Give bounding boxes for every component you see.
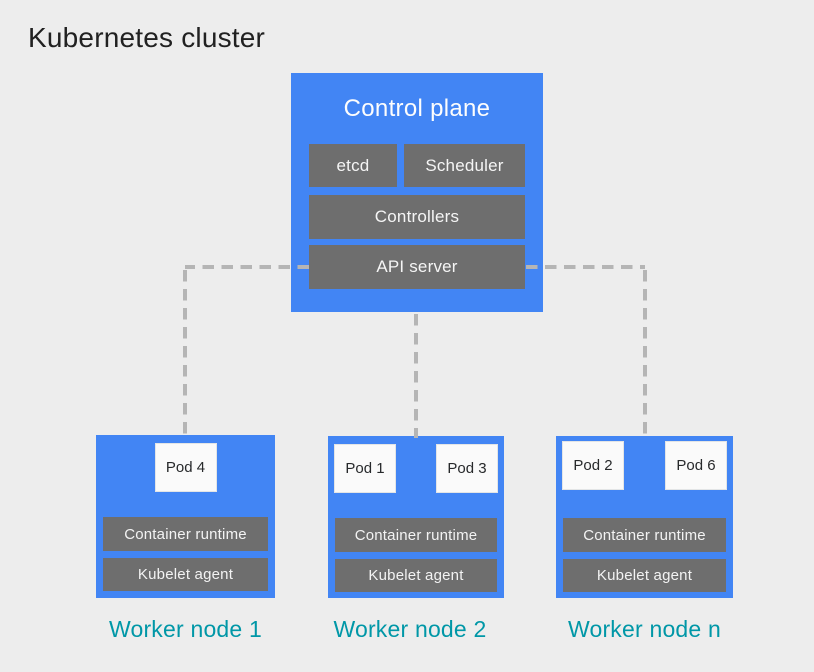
controllers-box: Controllers — [309, 195, 525, 239]
pod-box: Pod 4 — [154, 443, 217, 492]
api-server-box: API server — [309, 245, 525, 289]
kubelet-agent-box: Kubelet agent — [563, 559, 726, 592]
pod-box: Pod 2 — [562, 441, 624, 490]
worker-node-n-label: Worker node n — [567, 616, 722, 642]
pod-row: Pod 2 Pod 6 — [562, 441, 727, 490]
worker-node-2-box: Pod 1 Pod 3 Container runtime Kubelet ag… — [328, 436, 504, 598]
container-runtime-box: Container runtime — [103, 517, 268, 551]
worker-node-n-box: Pod 2 Pod 6 Container runtime Kubelet ag… — [556, 436, 733, 598]
pod-box: Pod 6 — [665, 441, 727, 490]
control-plane-title: Control plane — [343, 95, 491, 122]
diagram-title: Kubernetes cluster — [28, 22, 266, 53]
worker-node-1-box: Pod 4 Container runtime Kubelet agent — [96, 435, 275, 598]
control-plane-box: Control plane etcd Scheduler Controllers… — [291, 73, 543, 312]
container-runtime-box: Container runtime — [335, 518, 497, 552]
pod-row: Pod 4 — [102, 443, 269, 492]
pod-box: Pod 3 — [436, 444, 498, 493]
kubelet-agent-box: Kubelet agent — [335, 559, 497, 592]
worker-node-1-label: Worker node 1 — [108, 616, 263, 642]
etcd-box: etcd — [309, 144, 397, 187]
worker-node-2-label: Worker node 2 — [333, 616, 487, 642]
container-runtime-box: Container runtime — [563, 518, 726, 552]
pod-row: Pod 1 Pod 3 — [334, 444, 498, 493]
pod-box: Pod 1 — [334, 444, 396, 493]
kubelet-agent-box: Kubelet agent — [103, 558, 268, 591]
scheduler-box: Scheduler — [404, 144, 525, 187]
